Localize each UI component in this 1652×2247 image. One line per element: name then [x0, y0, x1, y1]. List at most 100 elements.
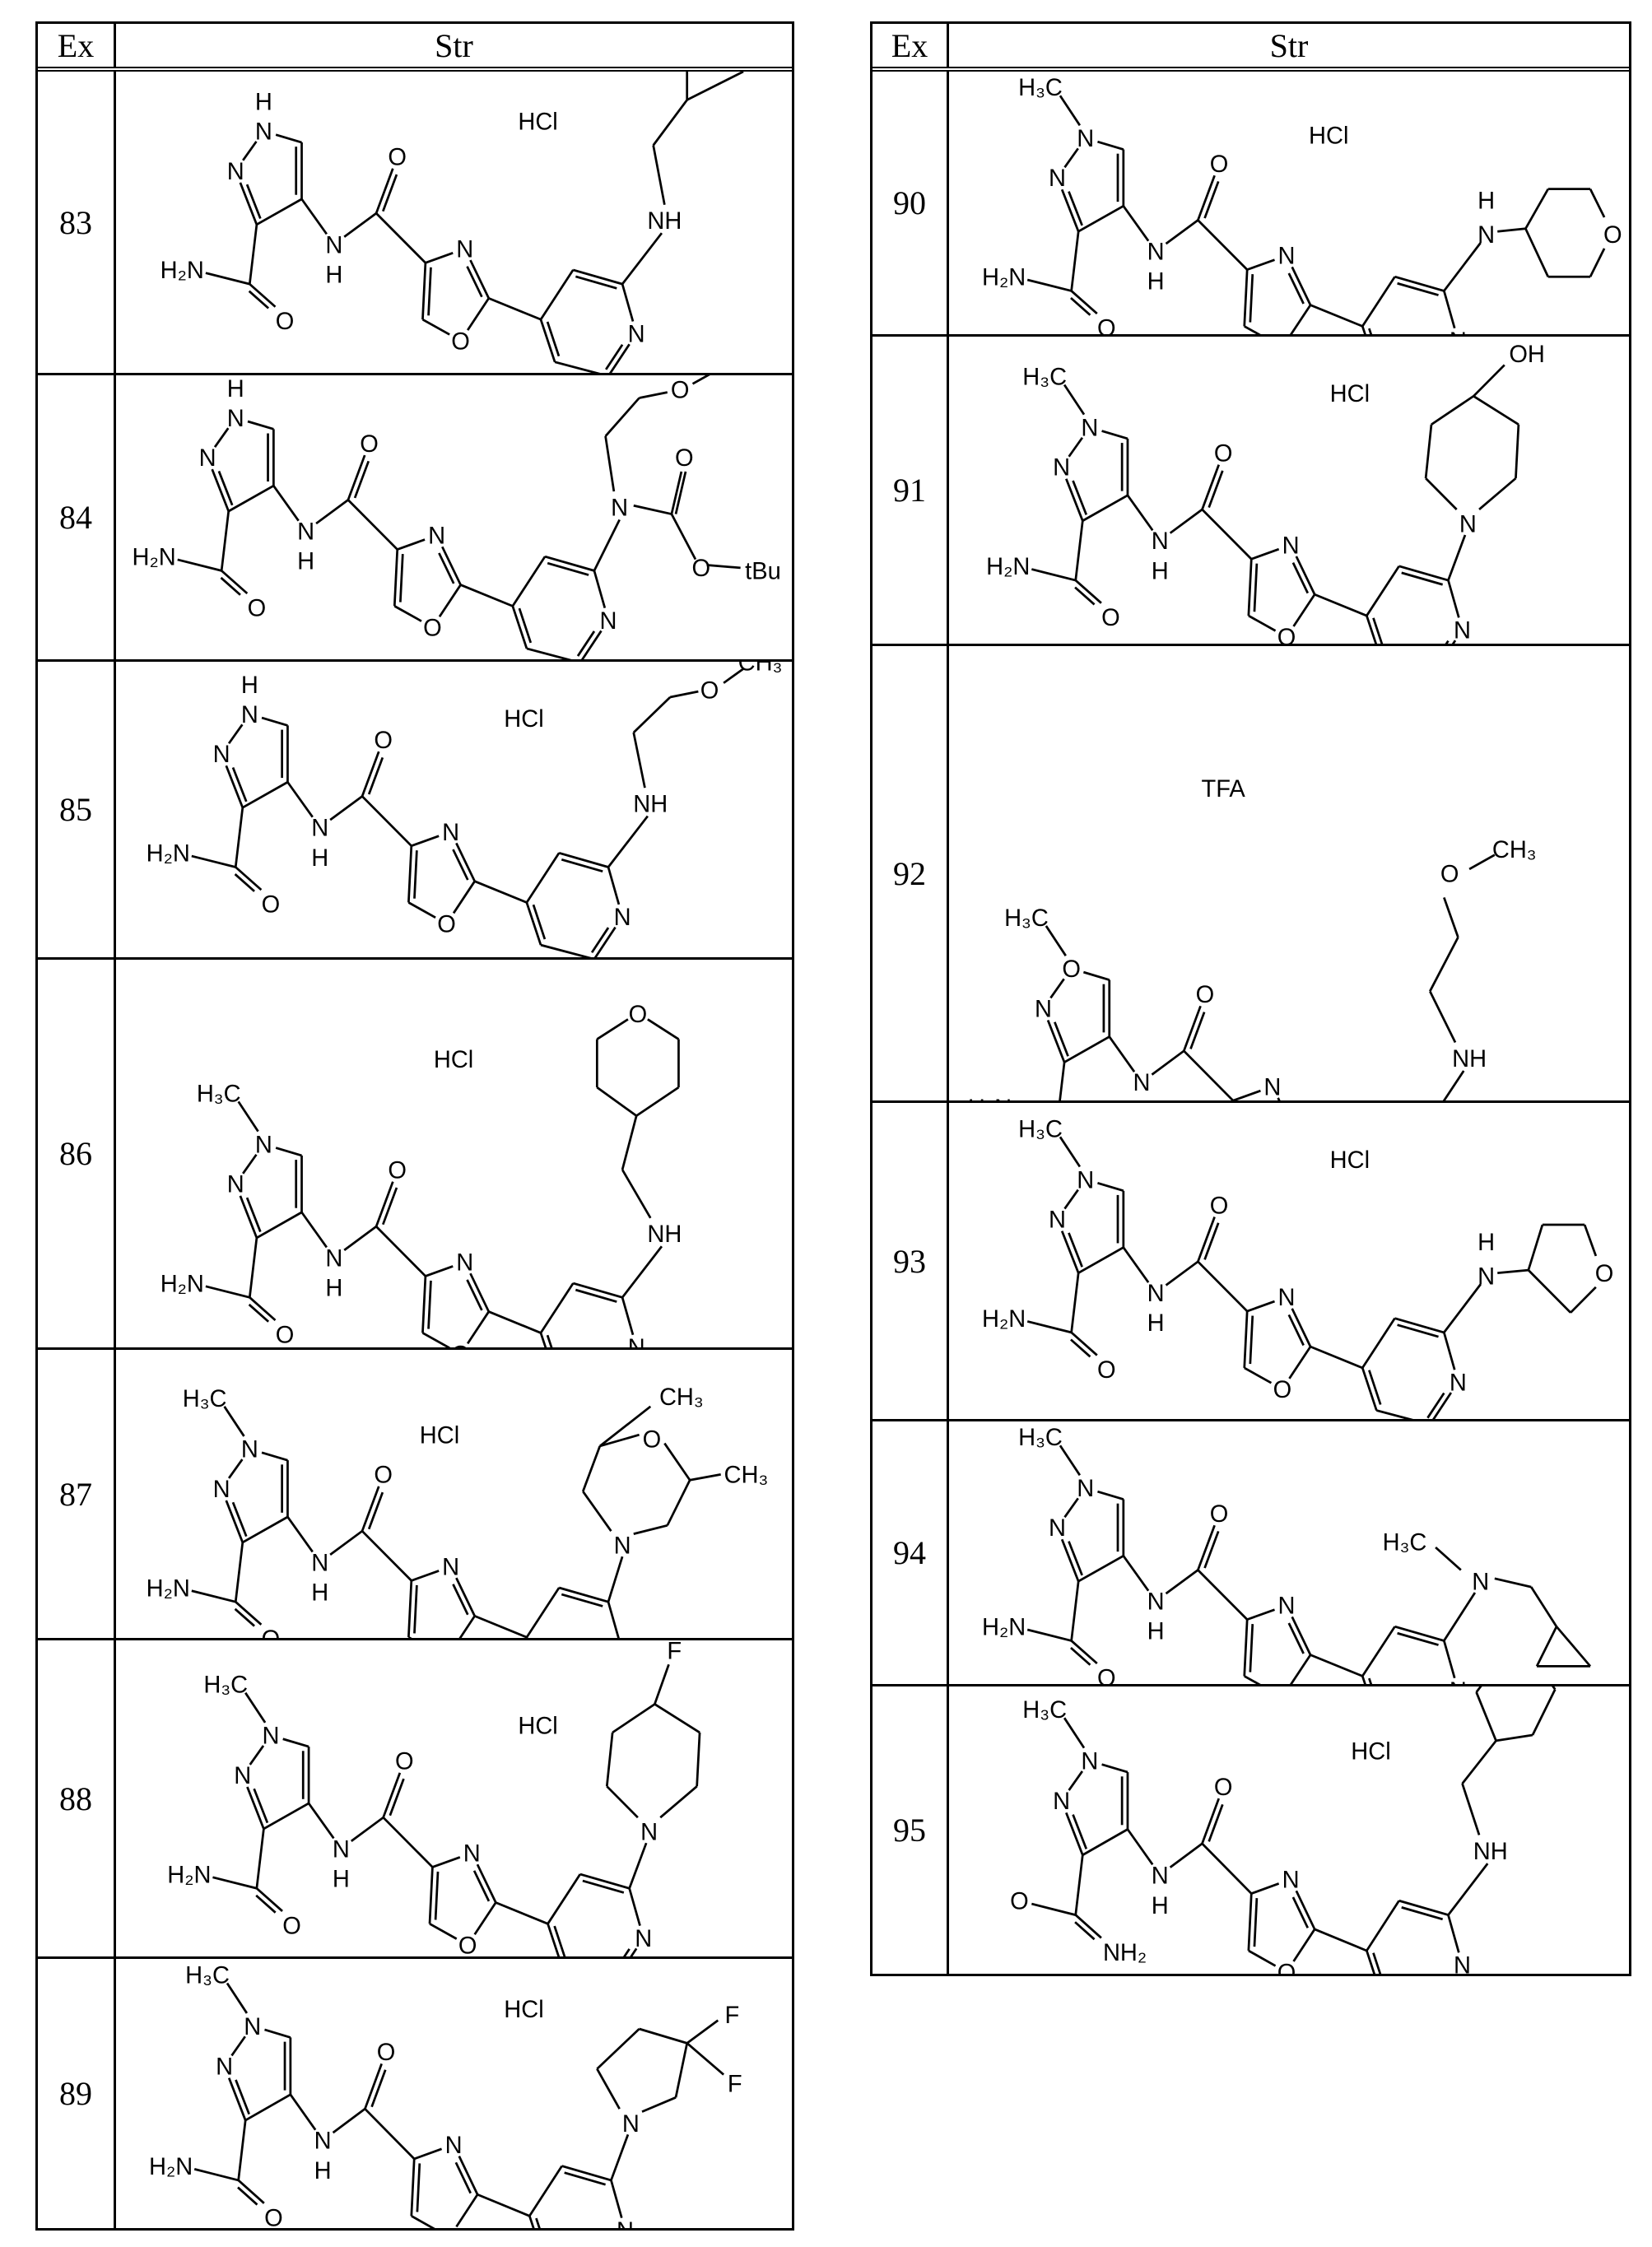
- atom-label: O: [1097, 1665, 1116, 1684]
- bond-line: [1082, 1830, 1128, 1855]
- atom-label: H₂N: [147, 841, 190, 868]
- double-bond-line: [1398, 283, 1439, 295]
- atom-label: O: [675, 445, 694, 472]
- double-bond-line: [1402, 1907, 1443, 1919]
- bond-line: [1102, 1765, 1128, 1772]
- bond-line: [1233, 1091, 1260, 1100]
- methyl-label: H₃C: [1018, 1116, 1063, 1142]
- bond-line: [1078, 206, 1124, 231]
- atom-label: H₂N: [167, 1862, 211, 1888]
- bond-line: [430, 1924, 457, 1938]
- bond-line: [1590, 249, 1604, 277]
- bond-line: [1444, 243, 1480, 291]
- double-bond-line: [1054, 1022, 1068, 1056]
- bond-line: [1495, 1579, 1531, 1587]
- bond-line: [1289, 1655, 1310, 1684]
- example-number: 88: [38, 1640, 116, 1956]
- bond-line: [333, 2109, 365, 2133]
- bond-line: [1064, 1718, 1084, 1747]
- table-row-93: 93NNH₃CH₂NONHONONHNOHCl: [873, 1103, 1629, 1421]
- bond-line: [398, 540, 425, 550]
- atom-label: N: [442, 820, 459, 846]
- atom-label: O: [262, 891, 281, 918]
- chemical-structure: ONH₃CH₂NONHONONNHOCH₃TFA: [949, 646, 1624, 1100]
- example-number: 84: [38, 375, 116, 659]
- bond-line: [1203, 509, 1252, 559]
- bond-line: [456, 2194, 477, 2226]
- bond-line: [1431, 396, 1473, 424]
- bond-line: [1249, 616, 1276, 630]
- bond-line: [489, 1312, 541, 1333]
- bond-line: [1097, 1183, 1123, 1190]
- table-row-90: 90NNH₃CH₂NONHONONHNOHCl: [873, 72, 1629, 337]
- salt-label: HCl: [518, 1714, 557, 1740]
- bond-line: [1031, 570, 1075, 580]
- double-bond-line: [414, 1585, 416, 1634]
- bond-line: [249, 225, 257, 284]
- bond-line: [426, 253, 453, 263]
- bond-line: [1082, 495, 1128, 521]
- bond-line: [1247, 1301, 1274, 1311]
- atom-label: N: [640, 1820, 658, 1846]
- bond-line: [257, 1829, 264, 1888]
- bond-line: [1247, 260, 1274, 270]
- bond-line: [622, 1170, 650, 1218]
- atom-label: O: [451, 1342, 470, 1347]
- example-number: 86: [38, 960, 116, 1347]
- bond-line: [1249, 559, 1251, 616]
- bond-line: [707, 565, 741, 567]
- atom-label: N: [1459, 511, 1477, 537]
- double-bond-line: [1250, 1624, 1253, 1672]
- atom-label: CH₃: [1492, 837, 1537, 863]
- bond-line: [1249, 1951, 1276, 1966]
- atom-label: O: [1603, 222, 1622, 249]
- bond-line: [1124, 1556, 1148, 1590]
- atom-label: O: [458, 1933, 477, 1956]
- bond-line: [541, 270, 573, 319]
- bond-line: [206, 1286, 249, 1297]
- bond-line: [1249, 1894, 1251, 1951]
- bond-line: [648, 1019, 679, 1039]
- bond-line: [330, 1531, 362, 1555]
- atom-label: N: [1147, 1589, 1165, 1616]
- substituent: NHO: [597, 1002, 682, 1298]
- bond-line: [1469, 855, 1495, 869]
- atom-label: N: [314, 2128, 332, 2155]
- bond-line: [229, 486, 274, 511]
- header-ex: Ex: [873, 24, 949, 67]
- bond-line: [1585, 1225, 1596, 1256]
- atom-label: N: [1152, 528, 1169, 555]
- atom-label: O: [423, 615, 442, 641]
- bond-line: [1444, 291, 1454, 328]
- bond-line: [489, 298, 541, 319]
- atom-label: N: [213, 742, 230, 768]
- bond-line: [362, 1531, 412, 1580]
- bond-line: [1184, 1051, 1233, 1100]
- chemical-structure: NNH₃CH₂NONHONONNFFHCl: [116, 1959, 787, 2228]
- table-row-91: 91NNH₃CH₂NONHONONNOHHCl: [873, 337, 1629, 646]
- atom-label: N: [333, 1836, 350, 1863]
- bond-line: [376, 213, 426, 263]
- atom-label: N: [1454, 618, 1471, 644]
- atom-label: O: [1277, 625, 1296, 644]
- atom-label: O: [276, 309, 295, 335]
- double-bond-line: [1205, 1223, 1219, 1260]
- bond-line: [1166, 1570, 1198, 1593]
- double-bond-line: [1190, 1012, 1204, 1049]
- bond-line: [583, 1491, 611, 1531]
- bond-line: [541, 1283, 573, 1333]
- double-bond-line: [238, 2188, 257, 2205]
- double-bond-line: [249, 291, 268, 309]
- atom-label: O: [643, 1427, 662, 1454]
- bond-line: [1477, 1686, 1505, 1692]
- atom-label: N: [1049, 165, 1066, 192]
- bond-line: [178, 560, 221, 570]
- bond-line: [1315, 594, 1366, 616]
- atom-label: N: [1454, 1953, 1471, 1974]
- double-bond-line: [1369, 328, 1380, 334]
- double-bond-line: [1209, 1804, 1223, 1841]
- bond-line: [676, 2043, 687, 2097]
- atom-label: N: [1282, 533, 1300, 559]
- bond-line: [1537, 1626, 1557, 1666]
- double-bond-line: [221, 578, 240, 595]
